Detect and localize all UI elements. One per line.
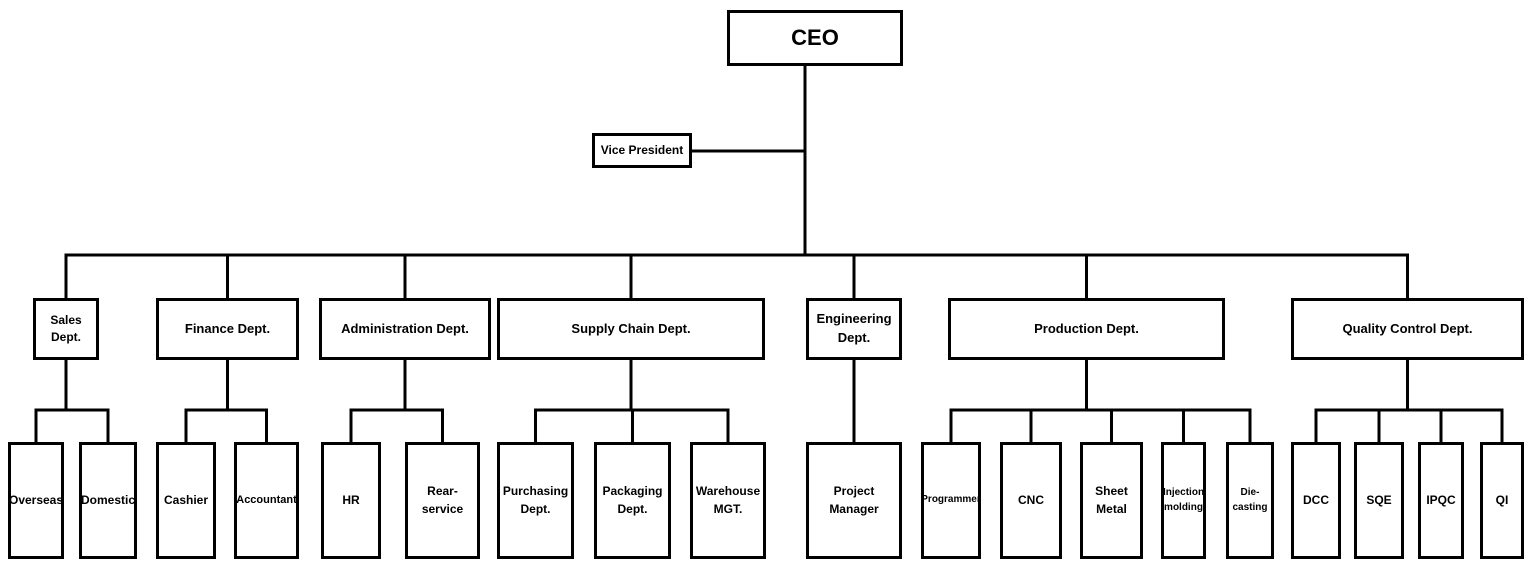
- sub-unit-box: Die- casting: [1226, 442, 1274, 559]
- sub-unit-box-label: Rear- service: [421, 484, 464, 516]
- sub-unit-box-label: Purchasing Dept.: [502, 484, 569, 516]
- department-box-label: Finance Dept.: [184, 320, 271, 336]
- sub-unit-box-label: CNC: [1018, 492, 1044, 507]
- sub-unit-box: Project Manager: [806, 442, 902, 559]
- sub-unit-box: Rear- service: [405, 442, 480, 559]
- sub-unit-box-label: Packaging Dept.: [602, 484, 663, 516]
- sub-unit-box-label: SQE: [1366, 492, 1392, 507]
- sub-unit-box: Warehouse MGT.: [690, 442, 766, 559]
- department-box: Sales Dept.: [33, 298, 99, 360]
- sub-unit-box: Domestic: [79, 442, 137, 559]
- sub-unit-box-label: Overseas: [8, 492, 64, 507]
- sub-unit-box: QI: [1480, 442, 1524, 559]
- department-box-label: Production Dept.: [1034, 320, 1139, 336]
- sub-unit-box: CNC: [1000, 442, 1062, 559]
- department-box-label: Administration Dept.: [341, 320, 469, 336]
- vice-president-box: Vice President: [592, 133, 692, 168]
- sub-unit-box: HR: [321, 442, 381, 559]
- sub-unit-box: DCC: [1291, 442, 1341, 559]
- sub-unit-box: Injection molding: [1161, 442, 1206, 559]
- department-box-label: Quality Control Dept.: [1342, 320, 1473, 336]
- sub-unit-box-label: Domestic: [80, 492, 136, 507]
- sub-unit-box: Cashier: [156, 442, 216, 559]
- sub-unit-box-label: Warehouse MGT.: [695, 484, 761, 516]
- vice-president-box-label: Vice President: [600, 142, 684, 157]
- sub-unit-box: Sheet Metal: [1080, 442, 1143, 559]
- sub-unit-box-label: Programmer: [921, 494, 981, 506]
- department-box: Engineering Dept.: [806, 298, 902, 360]
- sub-unit-box: SQE: [1354, 442, 1404, 559]
- department-box: Finance Dept.: [156, 298, 299, 360]
- sub-unit-box-label: Sheet Metal: [1095, 484, 1128, 516]
- department-box-label: Engineering Dept.: [816, 311, 892, 345]
- sub-unit-box: Overseas: [8, 442, 64, 559]
- sub-unit-box-label: IPQC: [1426, 492, 1456, 507]
- department-box: Administration Dept.: [319, 298, 491, 360]
- ceo-box: CEO: [727, 10, 903, 66]
- sub-unit-box-label: Injection molding: [1162, 487, 1205, 513]
- sub-unit-box-label: QI: [1495, 492, 1509, 507]
- ceo-box-label: CEO: [791, 25, 839, 51]
- department-box: Supply Chain Dept.: [497, 298, 765, 360]
- sub-unit-box: Packaging Dept.: [594, 442, 671, 559]
- sub-unit-box: Accountant: [234, 442, 299, 559]
- sub-unit-box-label: Die- casting: [1232, 487, 1268, 513]
- sub-unit-box-label: HR: [342, 492, 360, 507]
- sub-unit-box: IPQC: [1418, 442, 1464, 559]
- sub-unit-box: Programmer: [921, 442, 981, 559]
- department-box-label: Sales Dept.: [50, 312, 82, 344]
- department-box: Production Dept.: [948, 298, 1225, 360]
- sub-unit-box-label: DCC: [1303, 492, 1329, 507]
- sub-unit-box-label: Project Manager: [829, 484, 879, 516]
- department-box: Quality Control Dept.: [1291, 298, 1524, 360]
- sub-unit-box-label: Cashier: [163, 492, 209, 507]
- department-box-label: Supply Chain Dept.: [571, 320, 691, 336]
- sub-unit-box: Purchasing Dept.: [497, 442, 574, 559]
- sub-unit-box-label: Accountant: [236, 493, 297, 506]
